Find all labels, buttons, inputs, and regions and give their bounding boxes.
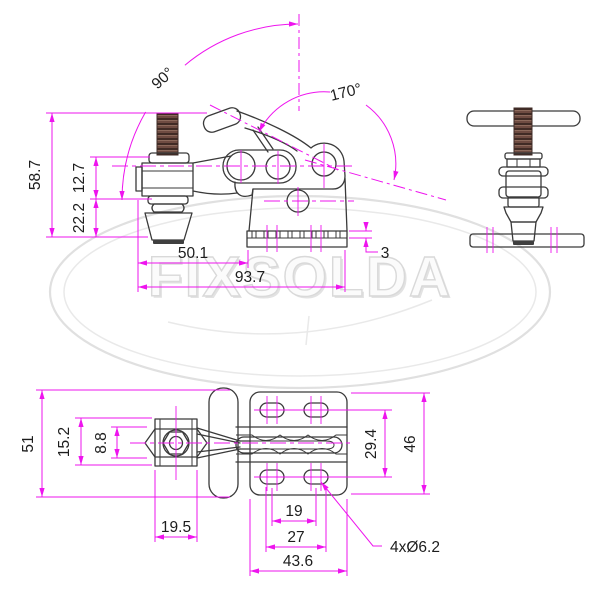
front-view xyxy=(466,107,585,248)
base-plate-front xyxy=(469,233,585,248)
clamp-bar-top-view xyxy=(235,436,343,454)
dim-flange-lip: 3 xyxy=(381,245,390,262)
dim-slot-span: 27 xyxy=(287,529,304,546)
dim-spindle-lower: 22.2 xyxy=(71,203,88,233)
dim-base-length: 43.6 xyxy=(283,553,313,570)
dim-overall-height: 58.7 xyxy=(27,160,44,190)
dim-spindle-upper: 12.7 xyxy=(71,163,88,193)
dim-handle-length: 51 xyxy=(20,435,37,452)
dim-hole-callout: 4xØ6.2 xyxy=(390,539,440,556)
dim-fork-inner: 8.8 xyxy=(93,432,110,454)
dim-hole-row-pitch: 29.4 xyxy=(363,429,380,460)
open-handle-axis xyxy=(304,159,447,201)
closed-handle-axis xyxy=(209,104,339,171)
dim-opening-angle: 170° xyxy=(328,81,363,105)
dim-hole-pitch: 19 xyxy=(285,503,302,520)
watermark-logo: FIXSOLDA FIXSOLDA xyxy=(48,194,552,390)
pivot-bar xyxy=(222,149,297,184)
handle-grip xyxy=(202,107,242,133)
dim-handle-travel-angle: 90° xyxy=(149,64,178,92)
base-plate-side xyxy=(246,230,348,248)
dim-fork-outer: 15.2 xyxy=(56,427,73,457)
front-thread xyxy=(513,107,533,156)
watermark-text-shadow: FIXSOLDA xyxy=(150,247,454,311)
spindle-tip xyxy=(144,212,193,241)
plan-view-dimensions: 51 15.2 8.8 19.5 19 27 43.6 29.4 46 4xØ6… xyxy=(20,389,440,576)
dim-base-width: 46 xyxy=(402,435,419,452)
hole-callout-leader xyxy=(320,481,382,547)
side-view xyxy=(135,107,348,248)
spindle-thread xyxy=(156,112,179,156)
watermark-text: FIXSOLDA xyxy=(148,245,452,309)
front-tip xyxy=(510,221,537,242)
dim-spindle-offset: 50.1 xyxy=(178,245,208,262)
dim-overall-length: 93.7 xyxy=(235,269,265,286)
base-plate-top xyxy=(249,391,348,496)
dim-block-width: 19.5 xyxy=(161,519,191,536)
